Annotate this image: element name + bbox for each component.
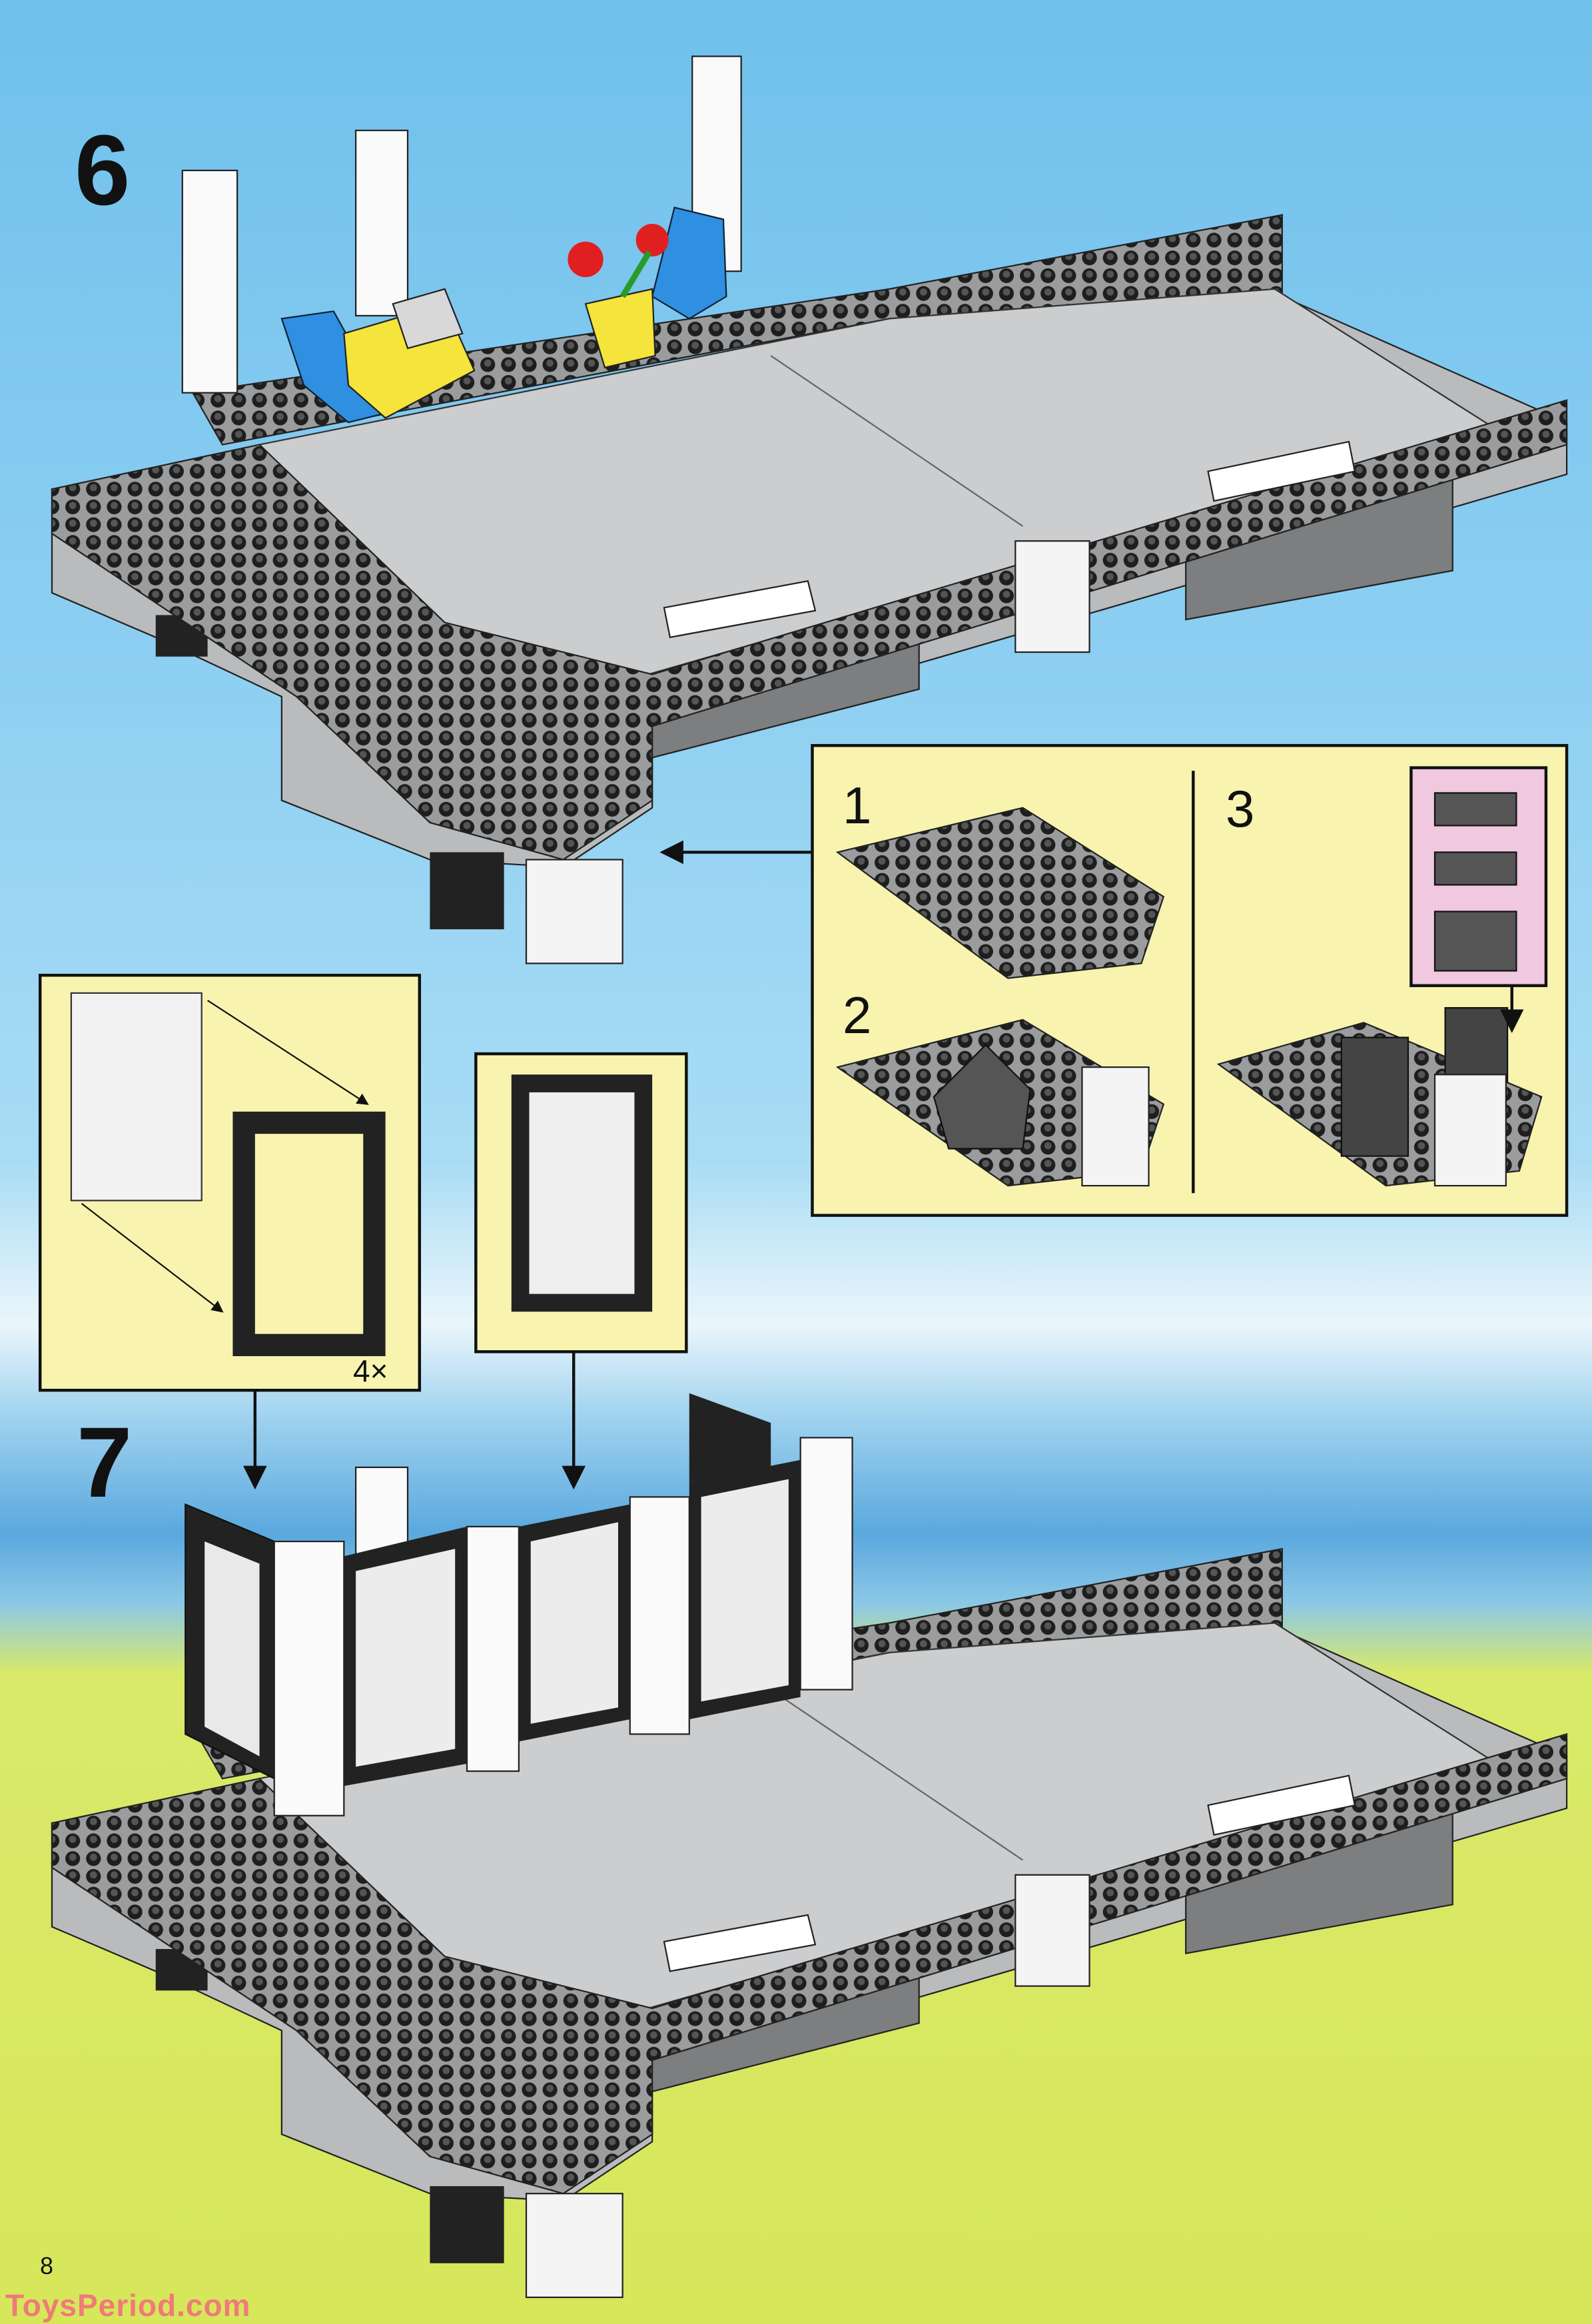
substep-number-1: 1 bbox=[843, 776, 872, 835]
red-flower bbox=[635, 223, 669, 256]
white-pillar bbox=[181, 169, 238, 394]
watermark: ToysPeriod.com bbox=[5, 2288, 251, 2323]
quantity-label: 4× bbox=[353, 1354, 388, 1388]
substep-number-2: 2 bbox=[843, 986, 872, 1044]
substep-number-3: 3 bbox=[1226, 779, 1255, 838]
page-number: 8 bbox=[40, 2252, 54, 2279]
red-flower bbox=[568, 241, 603, 278]
telephone bbox=[392, 288, 464, 350]
step-number-6: 6 bbox=[75, 114, 131, 226]
window-inset bbox=[38, 973, 688, 1490]
blue-chair bbox=[651, 206, 727, 320]
white-pillar bbox=[355, 129, 409, 317]
step6-model bbox=[51, 55, 1568, 965]
yellow-desk bbox=[584, 288, 656, 369]
step-number-7: 7 bbox=[77, 1406, 133, 1518]
step7-model bbox=[51, 1393, 1568, 2299]
step6-inset bbox=[659, 744, 1569, 1217]
window-glass bbox=[70, 992, 202, 1202]
